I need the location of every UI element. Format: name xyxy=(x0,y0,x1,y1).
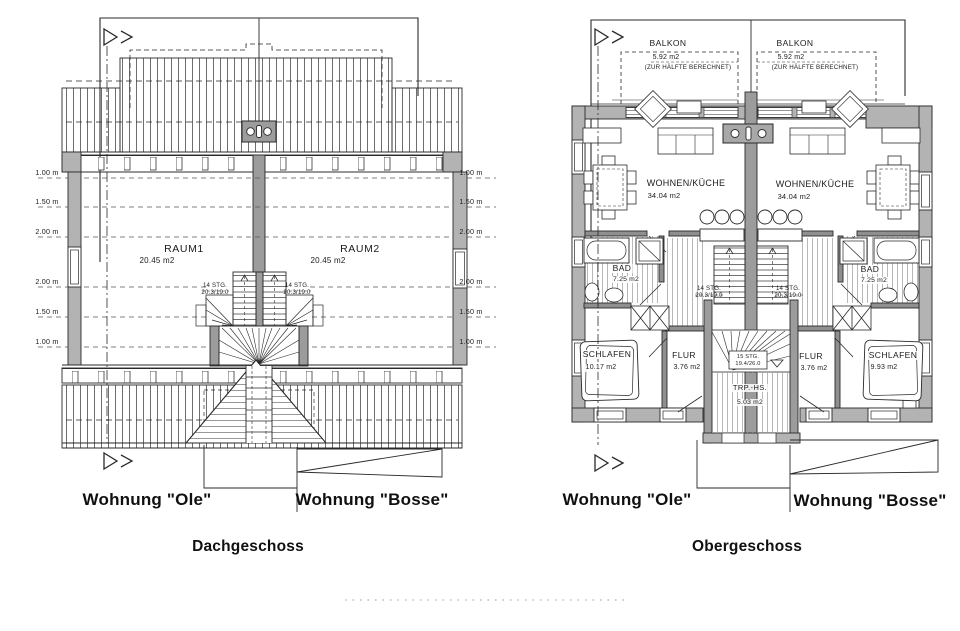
measure-label: 1.00 m xyxy=(35,168,59,177)
room-area-raum1: 20.45 m2 xyxy=(139,256,175,265)
apartment-label-bosse: Wohnung "Bosse" xyxy=(295,490,449,509)
room-area-bad-left: 7.25 m2 xyxy=(612,276,640,284)
apartment-label-ole: Wohnung "Ole" xyxy=(82,490,212,509)
stair-note: 14 STG. 20.3/19.0 xyxy=(774,285,802,299)
chimney-icon xyxy=(722,123,774,144)
leader-lines xyxy=(696,439,939,512)
room-area-flur-left: 3.76 m2 xyxy=(673,364,701,371)
stair-note: 14 STG. 20.3/19.0 xyxy=(201,282,229,296)
room-area-balkon-left: 5.92 m2 xyxy=(652,54,680,61)
measure-label: 1.00 m xyxy=(35,337,59,346)
measure-label: 2.00 m xyxy=(35,227,59,236)
obergeschoss-linework xyxy=(571,19,939,512)
room-name-balkon-left: BALKON xyxy=(649,38,687,48)
measure-label: 2.00 m xyxy=(459,227,483,236)
room-name-bad-right: BAD xyxy=(859,264,881,275)
measure-label: 1.50 m xyxy=(35,307,59,316)
balkon-note-right: (ZUR HÄLFTE BERECHNET) xyxy=(771,64,859,71)
room-name-treppenhaus: TRP.-HS. xyxy=(731,383,769,393)
stairs-obergeschoss xyxy=(695,245,803,433)
room-name-raum2: RAUM2 xyxy=(340,243,380,255)
room-area-schlafen-right: 9.93 m2 xyxy=(869,364,899,372)
room-name-balkon-right: BALKON xyxy=(776,38,814,48)
room-area-balkon-right: 5.92 m2 xyxy=(777,54,805,61)
stair-steps: 14 STG. xyxy=(775,285,801,292)
stair-shaft xyxy=(245,366,273,443)
wardrobe-icon xyxy=(630,305,872,331)
section-arrow-icon xyxy=(594,453,625,473)
room-area-flur-right: 3.76 m2 xyxy=(800,365,828,372)
room-name-bad-left: BAD xyxy=(611,263,633,274)
measure-label: 1.50 m xyxy=(459,197,483,206)
stair-note: 14 STG. 20.3/19.0 xyxy=(695,285,723,299)
leader-lines xyxy=(203,445,443,512)
stair-steps: 14 STG. xyxy=(284,282,310,289)
stair-dim: 20.3/19.0 xyxy=(201,288,229,296)
stair-dim: 20.3/19.0 xyxy=(283,288,311,296)
chimney-icon xyxy=(241,120,277,143)
furniture-right xyxy=(789,90,921,220)
section-arrow-icon xyxy=(103,27,134,47)
room-name-wohnen-left: WOHNEN/KÜCHE xyxy=(646,178,726,188)
bathroom-right xyxy=(837,235,920,309)
apartment-label-bosse: Wohnung "Bosse" xyxy=(793,491,947,510)
room-area-bad-right: 7.25 m2 xyxy=(860,277,888,285)
plan-title-dachgeschoss: Dachgeschoss xyxy=(192,538,304,555)
measure-label: 2.00 m xyxy=(459,277,483,286)
room-name-schlafen-left: SCHLAFEN xyxy=(581,349,633,360)
section-arrow-icon xyxy=(103,451,134,471)
stair-note-center: 15 STG. 19.4/26.0 xyxy=(735,354,760,367)
stair-steps: 14 STG. xyxy=(696,285,722,292)
measure-label: 1.00 m xyxy=(459,337,483,346)
stair-dim: 20.3/19.0 xyxy=(774,291,802,299)
room-name-schlafen-right: SCHLAFEN xyxy=(867,350,919,361)
stair-dim: 20.3/19.0 xyxy=(695,291,723,299)
stair-steps: 15 STG. xyxy=(736,354,760,360)
stair-note: 14 STG. 20.3/19.0 xyxy=(283,282,311,296)
stair-steps: 14 STG. xyxy=(202,282,228,289)
furniture-left xyxy=(582,90,714,220)
room-name-raum1: RAUM1 xyxy=(164,243,204,255)
stair-dim: 19.4/26.0 xyxy=(735,360,761,367)
room-name-wohnen-right: WOHNEN/KÜCHE xyxy=(775,179,855,189)
room-area-wohnen-left: 34.04 m2 xyxy=(647,191,681,200)
room-name-flur-left: FLUR xyxy=(672,350,696,360)
balkon-note-left: (ZUR HÄLFTE BERECHNET) xyxy=(644,64,732,71)
section-arrow-icon xyxy=(594,27,625,47)
plan-title-obergeschoss: Obergeschoss xyxy=(691,538,803,555)
kitchen-counter xyxy=(699,209,803,242)
measure-label: 1.00 m xyxy=(459,168,483,177)
measure-label: 1.50 m xyxy=(459,307,483,316)
room-name-flur-right: FLUR xyxy=(799,351,823,361)
measure-label: 1.50 m xyxy=(35,197,59,206)
apartment-label-ole: Wohnung "Ole" xyxy=(562,490,692,509)
room-area-treppenhaus: 5.03 m2 xyxy=(736,399,764,407)
stairs-dachgeschoss xyxy=(195,271,324,367)
room-area-schlafen-left: 10.17 m2 xyxy=(584,364,618,372)
room-area-raum2: 20.45 m2 xyxy=(310,256,346,265)
dachgeschoss-linework xyxy=(38,17,496,512)
room-area-wohnen-right: 34.04 m2 xyxy=(777,192,811,201)
measure-label: 2.00 m xyxy=(35,277,59,286)
